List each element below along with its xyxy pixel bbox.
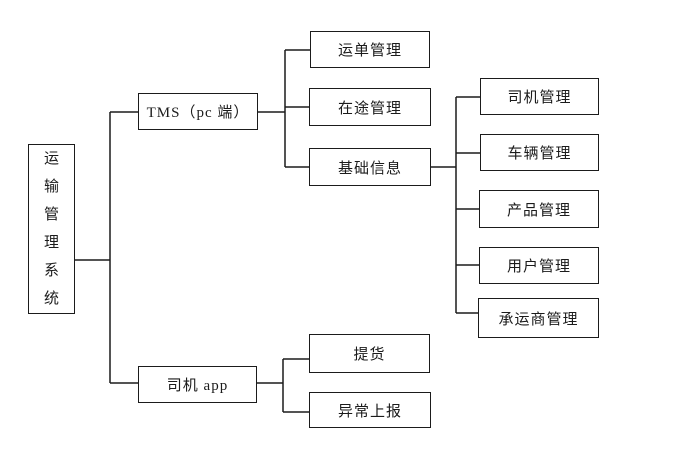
node-label: 车辆管理 <box>507 146 572 162</box>
node-transport-management-system: 运输管理系统 <box>28 144 75 314</box>
node-label: 司机管理 <box>507 90 572 106</box>
node-in-transit-management: 在途管理 <box>309 88 431 126</box>
node-carrier-management: 承运商管理 <box>478 298 599 338</box>
node-driver-app: 司机 app <box>138 366 257 403</box>
node-label: 承运商管理 <box>498 311 579 328</box>
node-label: 在途管理 <box>337 100 402 117</box>
node-pickup: 提货 <box>309 334 430 373</box>
node-product-management: 产品管理 <box>479 190 599 228</box>
node-driver-management: 司机管理 <box>480 78 599 115</box>
node-tms-pc: TMS（pc 端） <box>138 93 258 130</box>
node-vehicle-management: 车辆管理 <box>480 134 599 171</box>
node-basic-information: 基础信息 <box>309 148 431 186</box>
node-label: 用户管理 <box>506 259 571 275</box>
node-label: 提货 <box>353 347 386 363</box>
node-label: 异常上报 <box>337 403 402 420</box>
node-user-management: 用户管理 <box>479 247 599 284</box>
node-label: 运单管理 <box>337 43 402 59</box>
node-exception-report: 异常上报 <box>309 392 431 428</box>
node-waybill-management: 运单管理 <box>310 31 430 68</box>
node-label: 产品管理 <box>506 202 571 219</box>
node-label: 基础信息 <box>337 160 402 177</box>
node-label: TMS（pc 端） <box>146 105 250 121</box>
node-label: 运输管理系统 <box>44 151 60 307</box>
node-label: 司机 app <box>166 378 229 394</box>
